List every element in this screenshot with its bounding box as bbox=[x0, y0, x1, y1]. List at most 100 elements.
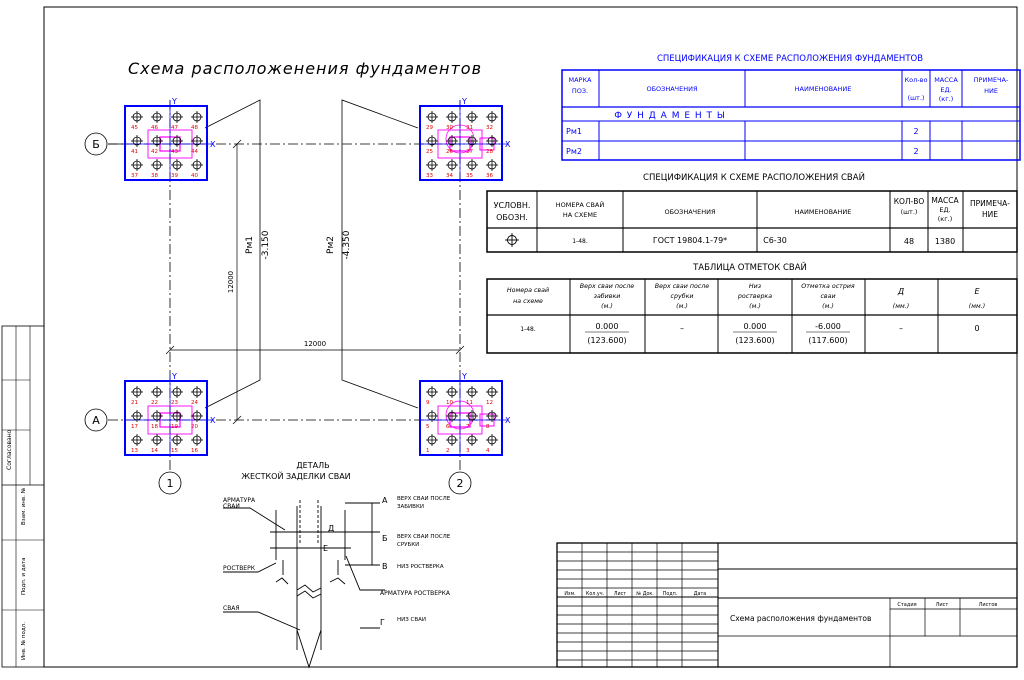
axis-bubble-1 bbox=[158, 471, 182, 495]
spec-p-h-mass-3: (кг.) bbox=[938, 215, 952, 223]
tb-sheet-name: Схема расположения фундаментов bbox=[730, 614, 871, 623]
pile-number: 24 bbox=[191, 400, 198, 406]
axis-label-2: 2 bbox=[457, 477, 464, 490]
pile-mark: 25 bbox=[426, 135, 438, 155]
pile-marks-title: ТАБЛИЦА ОТМЕТОК СВАЙ bbox=[692, 261, 807, 273]
pile-number: 21 bbox=[131, 400, 138, 406]
pile-mark: 16 bbox=[191, 434, 203, 454]
spec-p-h-qty-1: КОЛ-ВО bbox=[894, 197, 925, 206]
pile-number: 46 bbox=[151, 125, 158, 131]
pile-number: 32 bbox=[486, 125, 493, 131]
cap-axis-x-label: X bbox=[505, 140, 511, 149]
pile-number: 43 bbox=[171, 149, 178, 155]
cap-axis-y-label: Y bbox=[461, 372, 467, 381]
spec-p-h-designation: ОБОЗНАЧЕНИЯ bbox=[664, 208, 715, 216]
pile-mark: 42 bbox=[151, 135, 163, 155]
spec-f-h-designation: ОБОЗНАЧЕНИЯ bbox=[646, 85, 697, 93]
pm-e: 0 bbox=[974, 324, 979, 333]
pm-grillage: 0.000 bbox=[744, 322, 767, 331]
stamp-sign-date: Подп. и дата bbox=[21, 558, 27, 595]
pile-number: 38 bbox=[151, 173, 158, 179]
spec-f-h-mass-1: МАССА bbox=[934, 76, 958, 84]
pm-h-driv-3: (м.) bbox=[601, 303, 613, 310]
axis-label-a: А bbox=[92, 414, 100, 427]
spec-piles-table: СПЕЦИФИКАЦИЯ К СХЕМЕ РАСПОЛОЖЕНИЯ СВАЙ У… bbox=[486, 171, 1018, 253]
pile-mark: 33 bbox=[426, 159, 438, 179]
pile-mark: 43 bbox=[171, 135, 183, 155]
pm-tip-abs: (117.600) bbox=[808, 336, 847, 345]
pm-h-e-1: Е bbox=[974, 287, 980, 296]
detail-level-v: В bbox=[382, 562, 388, 571]
tb-col-sign: Подп. bbox=[663, 591, 678, 597]
pile-marks-table: ТАБЛИЦА ОТМЕТОК СВАЙ Номера свай на схем… bbox=[486, 261, 1018, 354]
spec-f-h-qty-1: Кол-во bbox=[905, 76, 928, 84]
detail-level-v-text1: НИЗ РОСТВЕРКА bbox=[397, 564, 444, 570]
pile-mark: 41 bbox=[131, 135, 143, 155]
spec-piles-title: СПЕЦИФИКАЦИЯ К СХЕМЕ РАСПОЛОЖЕНИЯ СВАЙ bbox=[643, 171, 865, 183]
pile-mark: 27 bbox=[466, 135, 478, 155]
pile-mark: 15 bbox=[171, 434, 183, 454]
pile-number: 20 bbox=[191, 424, 198, 430]
spec-p-h-note-2: НИЕ bbox=[982, 210, 998, 219]
detail-armature-pile-2: СВАИ bbox=[223, 503, 240, 510]
pile-mark: 22 bbox=[151, 386, 163, 406]
tb-col-date: Дата bbox=[694, 591, 706, 597]
detail-level-g: Г bbox=[380, 618, 385, 627]
pile-number: 45 bbox=[131, 125, 138, 131]
pm-tip: -6.000 bbox=[815, 322, 841, 331]
pile-mark: 13 bbox=[131, 434, 143, 454]
pile-number: 2 bbox=[446, 448, 450, 454]
detail-title-2: ЖЕСТКОЙ ЗАДЕЛКИ СВАИ bbox=[241, 470, 350, 481]
stamp-inv-orig: Инв. № подл. bbox=[21, 622, 27, 660]
spec-p-mass: 1380 bbox=[935, 237, 955, 246]
pile-mark: 23 bbox=[171, 386, 183, 406]
pile-mark: 21 bbox=[131, 386, 143, 406]
cap-axis-x-label: X bbox=[505, 416, 511, 425]
pile-detail: ДЕТАЛЬ ЖЕСТКОЙ ЗАДЕЛКИ СВАИ bbox=[223, 461, 451, 669]
spec-f-h-mass-3: (кг.) bbox=[939, 95, 953, 103]
dimension-lines bbox=[165, 139, 465, 425]
pm-h-driv-1: Верх сваи после bbox=[580, 283, 635, 290]
spec-f-row1-mark: Рм1 bbox=[566, 127, 582, 136]
axis-label-1: 1 bbox=[167, 477, 174, 490]
pile-mark: 14 bbox=[151, 434, 163, 454]
spec-p-h-sym-1: УСЛОВН. bbox=[494, 201, 531, 210]
pile-mark: 28 bbox=[486, 135, 498, 155]
detail-d: Д bbox=[328, 524, 334, 533]
detail-e: Е bbox=[323, 544, 328, 553]
tb-stage: Стадия bbox=[897, 602, 916, 608]
detail-level-g-text1: НИЗ СВАИ bbox=[397, 617, 426, 623]
pile-number: 47 bbox=[171, 125, 178, 131]
pm-h-tip-1: Отметка острия bbox=[801, 283, 855, 290]
tb-col-doc: № Док. bbox=[636, 591, 654, 597]
detail-level-b-text1: ВЕРХ СВАИ ПОСЛЕ bbox=[397, 534, 451, 540]
pile-mark: 31 bbox=[466, 111, 478, 131]
axis-bubbles: Б А 1 2 bbox=[84, 132, 472, 495]
pile-number: 27 bbox=[466, 149, 473, 155]
pile-mark: 1 bbox=[426, 434, 438, 454]
tb-sheets: Листов bbox=[979, 602, 998, 608]
pile-number: 17 bbox=[131, 424, 138, 430]
spec-p-qty: 48 bbox=[904, 237, 914, 246]
pile-mark: 8 bbox=[486, 410, 498, 430]
pile-number: 48 bbox=[191, 125, 198, 131]
detail-armature-pile-1: АРМАТУРА bbox=[223, 497, 256, 504]
pile-number: 44 bbox=[191, 149, 198, 155]
pile-number: 15 bbox=[171, 448, 178, 454]
pile-number: 37 bbox=[131, 173, 138, 179]
pile-mark: 44 bbox=[191, 135, 203, 155]
pile-number: 3 bbox=[466, 448, 470, 454]
pm-h-tip-3: (м.) bbox=[822, 303, 834, 310]
pm-h-nums-1: Номера свай bbox=[507, 287, 549, 294]
dim-horizontal: 12000 bbox=[304, 340, 326, 348]
pile-mark: 35 bbox=[466, 159, 478, 179]
spec-f-h-note-2: НИЕ bbox=[984, 87, 998, 95]
tb-sheet: Лист bbox=[936, 602, 949, 608]
cap-axis-x-label: X bbox=[210, 140, 216, 149]
pm-h-d-2: (мм.) bbox=[893, 303, 909, 310]
axis-bubble-a bbox=[84, 408, 108, 432]
pm-h-cut-2: срубки bbox=[671, 292, 694, 300]
